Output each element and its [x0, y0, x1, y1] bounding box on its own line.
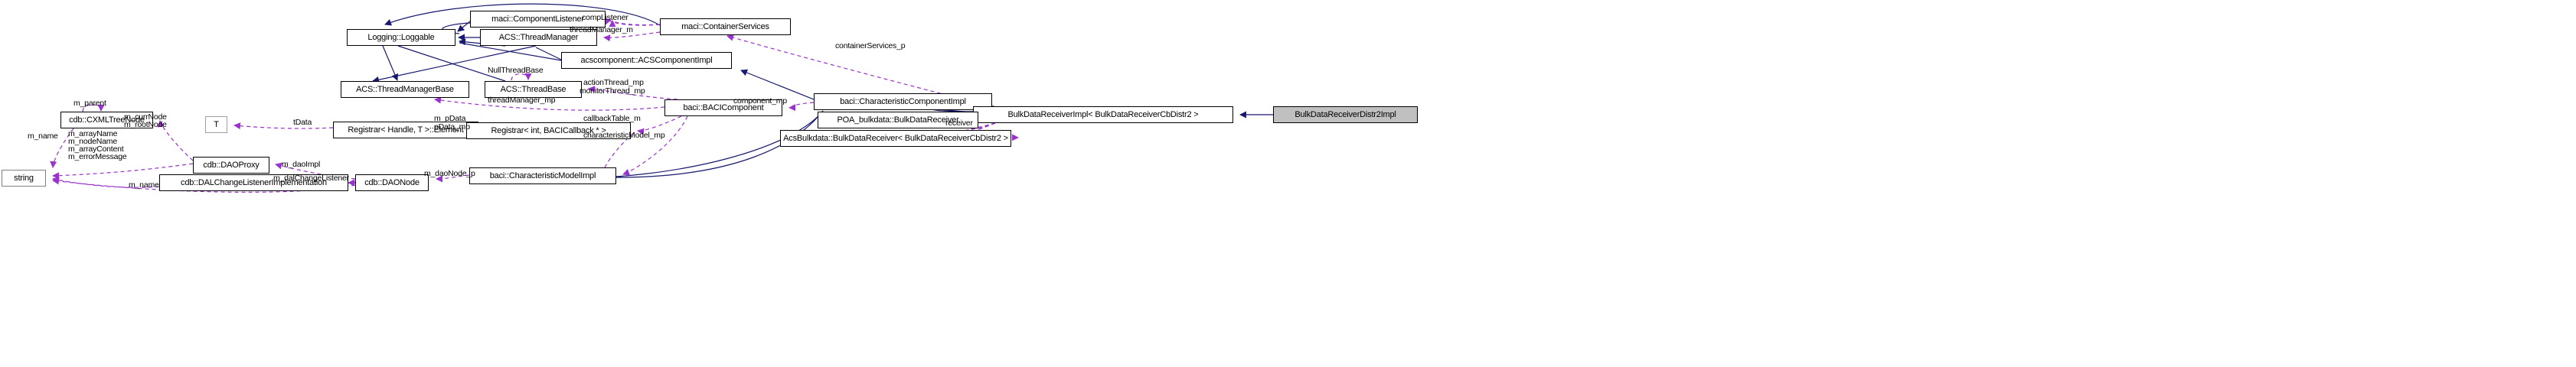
edge-label-m-dalchangelistener: m_dalChangeListener [273, 174, 349, 183]
node-label: baci::CharacteristicComponentImpl [840, 96, 966, 106]
node-cdb-daonode[interactable]: cdb::DAONode [355, 174, 429, 191]
node-label: baci::CharacteristicModelImpl [489, 171, 596, 180]
edge-label-m-nodename: m_nodeName [68, 137, 117, 146]
edge-label-m-rootnode: m_rootNode [124, 120, 167, 129]
node-label: T [214, 119, 219, 129]
node-bulkdatareceiverimpl[interactable]: BulkDataReceiverImpl< BulkDataReceiverCb… [973, 106, 1233, 123]
node-label: Registrar< Handle, T >::Element [348, 125, 464, 135]
node-label: maci::ContainerServices [681, 21, 769, 31]
node-label: baci::BACIComponent [683, 102, 764, 112]
node-label: ACS::ThreadManager [498, 32, 579, 42]
edge-label-containerservices-p: containerServices_p [835, 41, 906, 50]
edge-label-tdata: tData [293, 118, 312, 127]
node-label: AcsBulkdata::BulkDataReceiver< BulkDataR… [783, 133, 1008, 143]
node-baci-characteristiccomponentimpl[interactable]: baci::CharacteristicComponentImpl [814, 93, 992, 110]
node-acs-threadmanagerbase[interactable]: ACS::ThreadManagerBase [341, 81, 469, 98]
edge-label-m-daonode-p: m_daoNode_p [424, 169, 475, 178]
edge-label-threadmanager-mp: threadManager_mp [488, 96, 556, 105]
node-template-param-t[interactable]: T [205, 116, 227, 133]
edge-label-threadmanager-m: threadManager_m [570, 25, 633, 34]
node-label: maci::ComponentListener [491, 14, 584, 24]
edge-label-m-parent: m_parent [73, 99, 106, 108]
node-poa-bulkdata-bulkdatareceiver[interactable]: POA_bulkdata::BulkDataReceiver [818, 112, 978, 128]
node-label: POA_bulkdata::BulkDataReceiver [837, 115, 959, 125]
node-maci-componentlistener[interactable]: maci::ComponentListener [470, 11, 606, 28]
edge-label-m-name-cxmltreenode: m_name [28, 132, 58, 141]
node-cdb-dalchangelistenerimplementation[interactable]: cdb::DALChangeListenerImplementation [159, 174, 348, 191]
edge-label-m-daoimpl: m_daoImpl [282, 160, 321, 169]
edge-label-m-name-daonode: m_name [129, 180, 159, 190]
node-label: cdb::CXMLTreeNode [69, 115, 145, 125]
edge-label-characteristicmodel-mp: characteristicModel_mp [583, 131, 665, 140]
node-logging-loggable[interactable]: Logging::Loggable [347, 29, 455, 46]
edge-label-nullthreadbase: NullThreadBase [488, 66, 544, 75]
node-label: Logging::Loggable [367, 32, 435, 42]
edge-label-monitorthread-mp: monitorThread_mp [580, 86, 645, 96]
node-label: ACS::ThreadBase [500, 84, 566, 94]
edge-label-m-pdata: m_pData [434, 114, 466, 123]
node-label: cdb::DALChangeListenerImplementation [181, 177, 327, 187]
node-label: cdb::DAOProxy [203, 160, 260, 170]
edge-label-complistener: compListener [582, 13, 628, 22]
node-cdb-cxmltreenode[interactable]: cdb::CXMLTreeNode [60, 112, 153, 128]
node-label: Registrar< int, BACICallback * > [491, 125, 606, 135]
node-acscomponent-acscomponentimpl[interactable]: acscomponent::ACSComponentImpl [561, 52, 732, 69]
node-label: BulkDataReceiverImpl< BulkDataReceiverCb… [1007, 109, 1199, 119]
node-acsbulkdata-bulkdatareceiver[interactable]: AcsBulkdata::BulkDataReceiver< BulkDataR… [780, 130, 1011, 147]
edge-label-m-arrayname: m_arrayName [68, 129, 118, 138]
edge-label-m-arraycontent: m_arrayContent [68, 145, 124, 154]
edge-label-m-errormessage: m_errorMessage [68, 152, 127, 161]
node-label: string [14, 173, 34, 183]
node-label: BulkDataReceiverDistr2Impl [1295, 109, 1396, 119]
node-string[interactable]: string [2, 170, 46, 187]
edge-label-receiver: receiver [945, 119, 973, 128]
edge-label-component-mp: component_mp [733, 96, 787, 106]
edge-label-actionthread-mp: actionThread_mp [583, 78, 644, 87]
edge-label-callbacktable-m: callbackTable_m [583, 114, 641, 123]
node-baci-characteristicmodelimpl[interactable]: baci::CharacteristicModelImpl [469, 167, 616, 184]
node-acs-threadbase[interactable]: ACS::ThreadBase [485, 81, 582, 98]
node-label: acscomponent::ACSComponentImpl [580, 55, 713, 65]
node-bulkdatareceiverdistr2impl[interactable]: BulkDataReceiverDistr2Impl [1273, 106, 1418, 123]
node-baci-bacicomponent[interactable]: baci::BACIComponent [664, 99, 782, 116]
node-cdb-daoproxy[interactable]: cdb::DAOProxy [193, 157, 269, 174]
node-label: ACS::ThreadManagerBase [356, 84, 454, 94]
edge-label-pdata-mp: pData_mp [434, 122, 470, 132]
node-registrar-int-bacicallback[interactable]: Registrar< int, BACICallback * > [466, 122, 631, 139]
edge-label-m-currnode: m_currNode [124, 112, 167, 122]
node-maci-containerservices[interactable]: maci::ContainerServices [660, 18, 791, 35]
node-acs-threadmanager[interactable]: ACS::ThreadManager [480, 29, 597, 46]
node-label: cdb::DAONode [364, 177, 420, 187]
